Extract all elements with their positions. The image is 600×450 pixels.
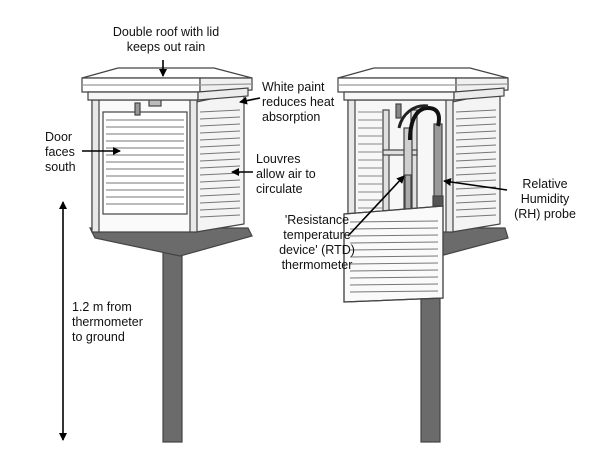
louvre-slat	[199, 214, 241, 218]
louvre-slat	[455, 123, 497, 127]
louvre-slat	[455, 144, 497, 148]
louvre-slat	[199, 144, 241, 148]
label-paint: White paint reduces heat absorption	[262, 80, 335, 124]
louvre-slat	[199, 151, 241, 155]
label-rh: Relative Humidity (RH) probe	[514, 177, 576, 221]
louvre-slat	[455, 158, 497, 162]
louvre-slat	[349, 248, 439, 251]
label-roof: Double roof with lid keeps out rain	[112, 25, 220, 54]
right-side-face	[451, 91, 501, 233]
louvre-slat	[349, 262, 439, 265]
louvre-slat	[455, 137, 497, 141]
louvre-slat	[455, 207, 497, 211]
louvre-slat	[349, 255, 439, 258]
louvre-slat	[455, 109, 497, 113]
louvre-slat	[455, 130, 497, 134]
louvre-slat	[455, 179, 497, 183]
label-door: Door faces south	[45, 130, 76, 174]
label-height: 1.2 m from thermometer to ground	[72, 300, 143, 344]
louvre-slat	[455, 172, 497, 176]
louvre-slat	[199, 186, 241, 190]
arrow-rtd	[347, 175, 405, 237]
louvre-slat	[455, 116, 497, 120]
left-roof-top	[81, 67, 253, 79]
left-pole	[162, 251, 183, 443]
louvre-slat	[199, 123, 241, 127]
louvre-slat	[199, 116, 241, 120]
arrow-paint	[239, 96, 261, 105]
rh-probe	[432, 123, 444, 207]
louvre-slat	[199, 179, 241, 183]
louvre-slat	[199, 165, 241, 169]
label-rtd: 'Resistance temperature device' (RTD) th…	[279, 213, 355, 272]
louvre-slat	[349, 290, 439, 293]
louvre-slat	[455, 165, 497, 169]
louvre-slat	[349, 227, 439, 230]
louvre-slat	[455, 151, 497, 155]
louvre-slat	[199, 200, 241, 204]
right-pole	[420, 279, 441, 443]
louvre-slat	[349, 241, 439, 244]
rtd-thermometer	[403, 127, 413, 215]
louvre-slat	[199, 158, 241, 162]
label-louvres: Louvres allow air to circulate	[256, 152, 316, 196]
right-roof-top	[337, 67, 509, 79]
probe-cable	[408, 105, 441, 141]
left-side-face	[195, 91, 245, 233]
louvre-slat	[349, 269, 439, 272]
closed-screen	[81, 67, 253, 443]
louvre-slat	[349, 283, 439, 286]
arrow-rh	[443, 178, 508, 191]
louvre-slat	[199, 193, 241, 197]
louvre-slat	[199, 109, 241, 113]
louvre-slat	[349, 234, 439, 237]
louvre-slat	[455, 214, 497, 218]
open-screen	[337, 67, 509, 443]
louvre-slat	[199, 137, 241, 141]
louvre-slat	[199, 130, 241, 134]
louvre-slat	[455, 193, 497, 197]
louvre-slat	[455, 200, 497, 204]
louvre-slat	[349, 276, 439, 279]
louvre-slat	[199, 207, 241, 211]
annotation-arrows	[59, 60, 508, 441]
louvre-slat	[349, 220, 439, 223]
